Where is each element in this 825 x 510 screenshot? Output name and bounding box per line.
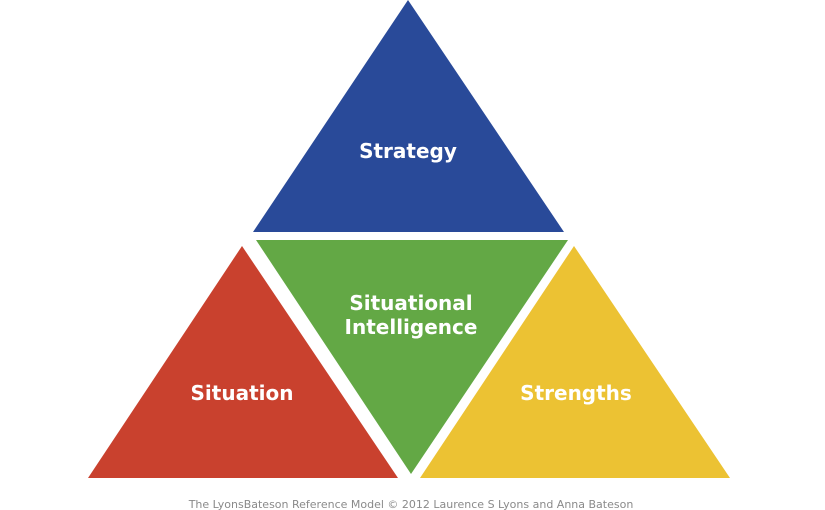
strengths-label: Strengths bbox=[520, 381, 632, 405]
situation-label: Situation bbox=[191, 381, 294, 405]
situational-intelligence-label-line1: Situational bbox=[349, 291, 472, 315]
strengths-triangle bbox=[420, 246, 730, 478]
situation-triangle bbox=[88, 246, 398, 478]
situational-intelligence-label-line2: Intelligence bbox=[345, 315, 478, 339]
situational-intelligence-triangle bbox=[256, 240, 568, 474]
strategy-triangle bbox=[253, 0, 564, 232]
copyright-caption: The LyonsBateson Reference Model © 2012 … bbox=[188, 498, 634, 510]
strategy-label: Strategy bbox=[359, 139, 457, 163]
